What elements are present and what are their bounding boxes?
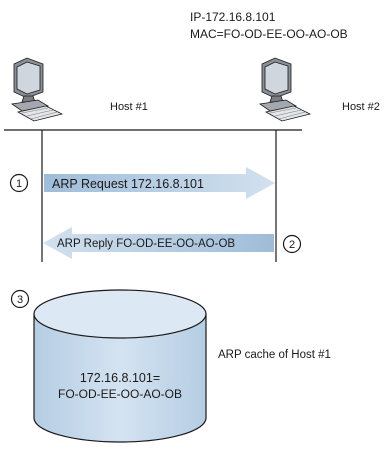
arp-reply-arrow [43,227,274,259]
cache-caption: ARP cache of Host #1 [218,349,331,361]
step3-circle [10,289,30,309]
host2-label: Host #2 [342,101,380,113]
host1-label: Host #1 [110,101,148,113]
cache-entry-ip: 172.16.8.101= [80,371,160,385]
cache-entry-mac: FO-OD-EE-OO-AO-OB [58,387,182,401]
step1-circle [9,173,29,193]
host2-computer-icon [258,57,312,122]
step2-circle [282,234,302,254]
host1-computer-icon [10,57,64,122]
step3-number: 3 [17,294,23,306]
host2-mac-text: MAC=FO-OD-EE-OO-AO-OB [190,27,348,41]
arp-cache-cylinder-icon [33,289,207,443]
host2-ip-text: IP-172.16.8.101 [190,10,276,24]
arp-request-arrow [44,167,275,199]
arp-reply-label: ARP Reply FO-OD-EE-OO-AO-OB [57,238,235,250]
step2-number: 2 [289,239,295,251]
step1-number: 1 [16,178,22,190]
arp-request-label: ARP Request 172.16.8.101 [52,177,204,191]
